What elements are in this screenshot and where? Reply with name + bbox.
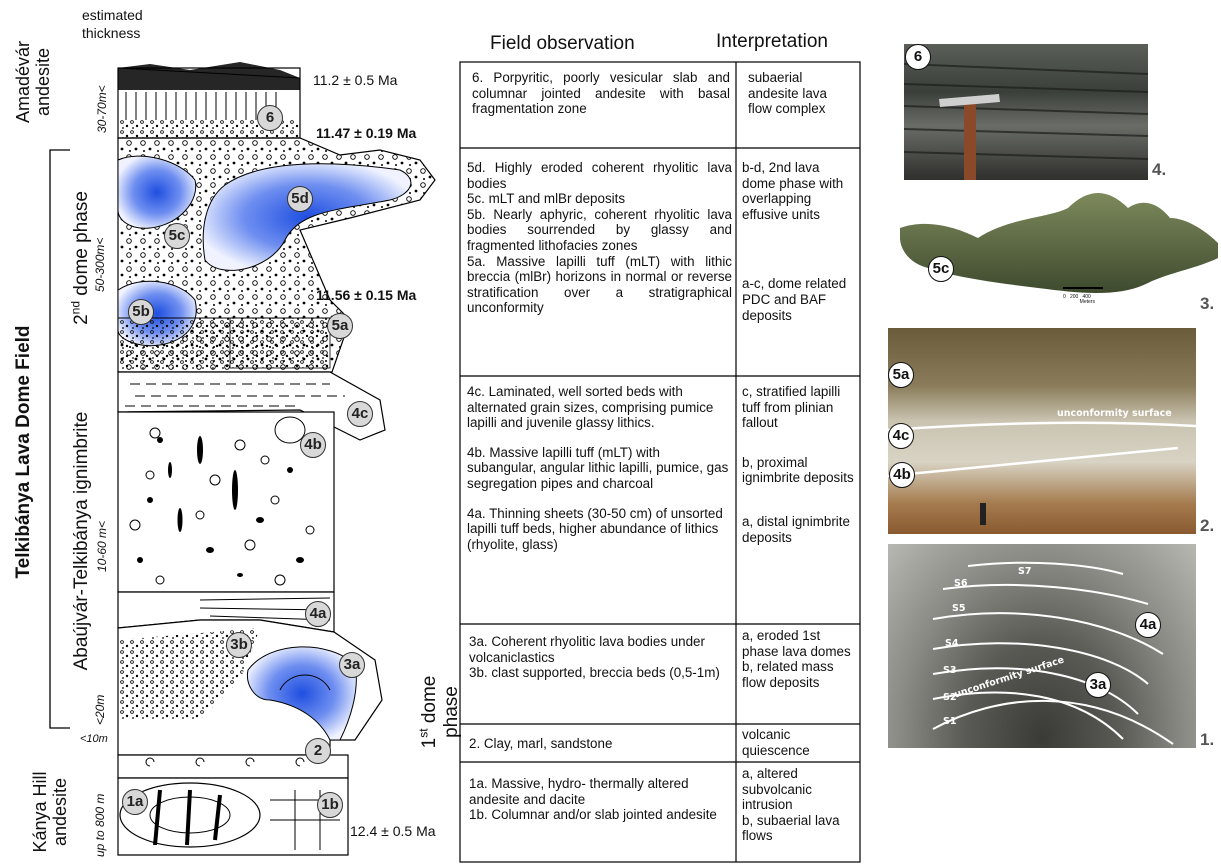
obs-5b: 5b. Nearly aphyric, coherent rhyolitic l… [467,207,732,254]
photo-2-outcrop [888,328,1196,534]
photo-3-terrain-model [898,188,1220,303]
table-row-6-observation: 6. Porpyritic, poorly vesicular slab and… [472,70,730,117]
obs-5d: 5d. Highly eroded coherent rhyolitic lav… [467,160,732,191]
interp-1a: a, altered subvolcanic intrusion [742,766,856,813]
table-row-5-observation: 5d. Highly eroded coherent rhyolitic lav… [467,160,732,316]
obs-4b: 4b. Massive lapilli tuff (mLT) with suba… [467,445,732,492]
photo-1-label-4a: 4a [1135,612,1161,638]
photo-1-label-3a: 3a [1085,672,1111,698]
table-row-4-observation: 4c. Laminated, well sorted beds with alt… [467,384,732,552]
obs-3a: 3a. Coherent rhyolitic lava bodies under… [469,634,729,665]
photo-2-number: 2. [1200,516,1214,536]
interp-5b-d: b-d, 2nd lava dome phase with overlappin… [742,160,856,222]
photo-3-terrain [898,188,1220,303]
obs-4c: 4c. Laminated, well sorted beds with alt… [467,384,732,431]
photo-2-lines [888,328,1196,534]
photo-1-cave-outcrop [888,544,1196,748]
photo-1-strata [888,544,1196,748]
photo-2-label-5a: 5a [888,362,914,388]
table-row-1-observation: 1a. Massive, hydro- thermally altered an… [469,776,731,823]
photo-2-label-4c: 4c [888,423,914,449]
photo-3-scale-bar: 0 200 400 Meters [1063,295,1095,305]
table-row-3-observation: 3a. Coherent rhyolitic lava bodies under… [469,634,729,681]
obs-1b: 1b. Columnar and/or slab jointed andesit… [469,807,731,823]
table-row-2-interpretation: volcanic quiescence [742,727,856,758]
interp-4b: b, proximal ignimbrite deposits [742,455,856,486]
photo-4-texture [904,44,1148,180]
interp-4a: a, distal ignimbrite deposits [742,514,856,545]
obs-5c: 5c. mLT and mlBr deposits [467,191,732,207]
photo-1-stratum-s3: S3 [943,665,956,676]
obs-5a: 5a. Massive lapilli tuff (mLT) with lith… [467,254,732,316]
table-row-2-observation: 2. Clay, marl, sandstone [469,736,729,752]
interp-3a: a, eroded 1st phase lava domes [742,628,856,659]
table-grid [0,0,870,866]
photo-1-stratum-s5: S5 [952,603,965,614]
photo-2-unconformity-label: unconformity surface [1057,408,1172,419]
photo-1-stratum-s7: S7 [1018,566,1031,577]
photo-4-number: 4. [1152,160,1166,180]
photo-2-label-4b: 4b [889,462,915,488]
obs-3b: 3b. clast supported, breccia beds (0,5-1… [469,665,729,681]
interp-5a-c: a-c, dome related PDC and BAF deposits [742,276,856,323]
table-row-5-interpretation: b-d, 2nd lava dome phase with overlappin… [742,160,856,323]
table-row-1-interpretation: a, altered subvolcanic intrusion b, suba… [742,766,856,844]
obs-1a: 1a. Massive, hydro- thermally altered an… [469,776,731,807]
photo-4-unit-label: 6 [905,44,931,70]
photo-3-number: 3. [1200,294,1214,314]
photo-3-unit-label: 5c [928,256,954,282]
interp-4c: c, stratified lapilli tuff from plinian … [742,384,856,431]
photo-4-columnar-andesite [904,44,1148,180]
table-row-4-interpretation: c, stratified lapilli tuff from plinian … [742,384,856,545]
table-row-6-interpretation: subaerial andesite lava flow complex [748,70,853,117]
obs-4a: 4a. Thinning sheets (30-50 cm) of unsort… [467,506,732,553]
photo-1-stratum-s4: S4 [945,638,958,649]
photo-1-stratum-s6: S6 [954,578,967,589]
interp-3b: b, related mass flow deposits [742,659,856,690]
photo-1-number: 1. [1200,730,1214,750]
table-row-3-interpretation: a, eroded 1st phase lava domes b, relate… [742,628,856,690]
interp-1b: b, subaerial lava flows [742,813,856,844]
photo-1-stratum-s1: S1 [943,716,956,727]
